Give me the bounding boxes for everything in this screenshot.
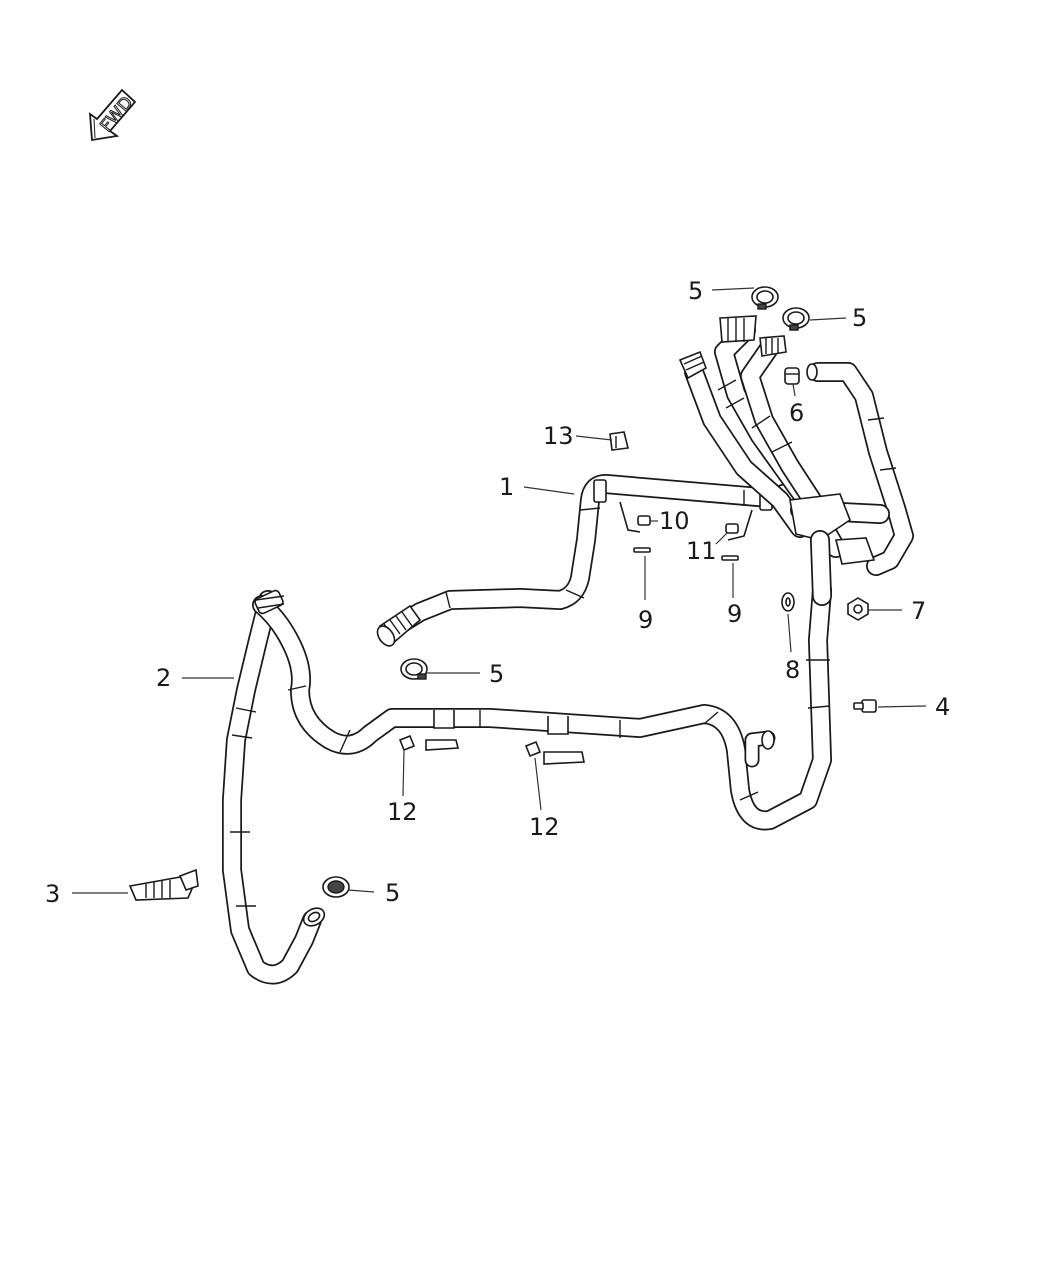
cap-6 [784,367,800,385]
callout-9: 9 [727,600,742,628]
push-pin-12b [524,740,542,758]
callout-5: 5 [489,660,504,688]
clip-13 [609,431,629,451]
hose-1-corrugated-end [376,604,422,647]
clip-10 [637,515,651,526]
nut-7 [847,597,869,621]
callout-5: 5 [385,879,400,907]
callout-4: 4 [935,693,950,721]
hose-clamp-5a [751,286,779,310]
callout-10: 10 [659,507,690,535]
hose-2 [222,580,832,985]
callout-5: 5 [852,304,867,332]
grommet-8 [781,592,795,612]
leader-lines [72,287,927,894]
push-pin-12a [398,734,416,752]
callout-11: 11 [686,537,717,565]
bolt-4 [853,699,877,713]
hose-clamp-5c [400,658,428,680]
hose-clamp-5d [322,876,350,898]
forward-arrow-icon: FWD [88,88,138,142]
callout-9: 9 [638,606,653,634]
callout-7: 7 [911,597,926,625]
fastener-9a [633,547,651,553]
callout-2: 2 [156,664,171,692]
callout-6: 6 [789,399,804,427]
callout-13: 13 [543,422,574,450]
fastener-9b [721,555,739,561]
hose-clamp-5b [782,307,810,331]
callout-labels: 5 5 6 13 1 10 11 9 9 7 8 5 2 4 12 12 3 5 [45,277,950,908]
callout-12: 12 [387,798,418,826]
callout-8: 8 [785,656,800,684]
callout-1: 1 [499,473,514,501]
callout-3: 3 [45,880,60,908]
callout-5: 5 [688,277,703,305]
heater-hose-assembly [678,315,914,606]
hose-1 [376,474,800,647]
clamp-3 [128,868,199,901]
clip-11 [725,523,739,534]
callout-12: 12 [529,813,560,841]
